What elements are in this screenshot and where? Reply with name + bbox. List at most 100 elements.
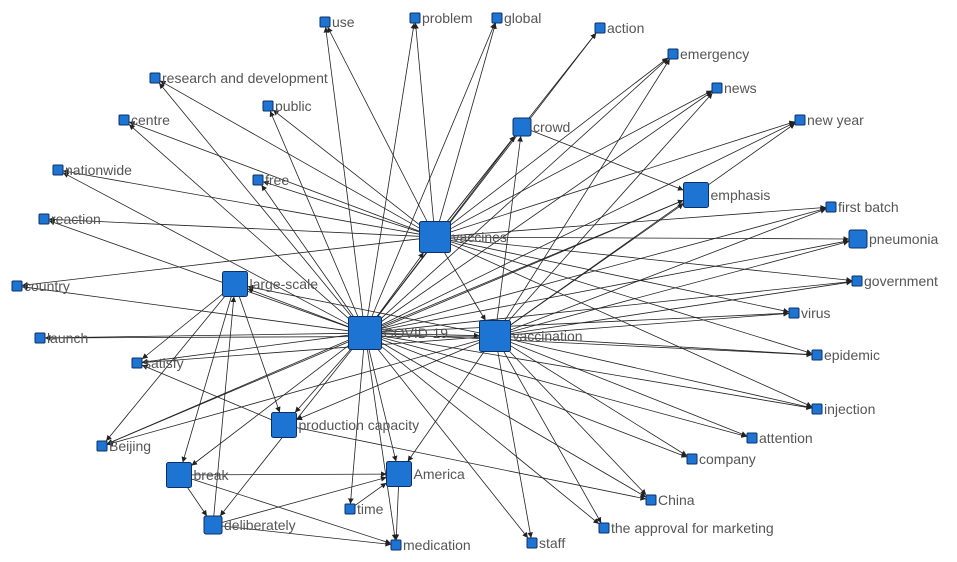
edge-covid-to-news	[381, 91, 713, 322]
edge-largescale-to-satisfy	[141, 293, 223, 360]
node-label-satisfy: satisfy	[144, 355, 184, 371]
edge-vaccination-to-news	[508, 92, 713, 321]
edge-covid-to-production	[294, 349, 351, 413]
node-approval	[598, 522, 610, 534]
edge-covid-to-use	[323, 26, 364, 317]
node-government	[851, 275, 863, 287]
node-emphasis	[683, 182, 709, 208]
edge-covid-to-centre	[128, 124, 349, 319]
edge-vaccines-to-free	[262, 180, 420, 233]
node-label-staff: staff	[539, 535, 565, 551]
edge-covid-to-america	[368, 349, 398, 462]
edge-largescale-to-break	[181, 296, 232, 463]
edge-vaccination-to-pneumonia	[510, 240, 850, 333]
node-label-time: time	[357, 501, 384, 517]
node-label-crowd: crowd	[533, 119, 570, 135]
node-label-centre: centre	[131, 112, 170, 128]
node-label-vaccines: vaccines	[453, 229, 507, 245]
edge-covid-to-injection	[381, 335, 813, 411]
edge-vaccines-to-news	[450, 90, 713, 230]
node-satisfy	[131, 357, 143, 369]
edge-largescale-to-beijing	[105, 296, 226, 442]
node-news	[711, 82, 723, 94]
node-action	[594, 22, 606, 34]
node-label-firstbatch: first batch	[838, 199, 899, 215]
node-time	[344, 503, 356, 515]
edge-deliberately-to-medication	[221, 525, 392, 547]
node-label-production: production capacity	[299, 417, 420, 433]
edge-break-to-medication	[191, 478, 392, 545]
edge-vaccines-to-nationwide	[62, 169, 420, 235]
edge-vaccination-to-production	[296, 342, 480, 421]
edge-covid-to-global	[371, 22, 496, 317]
edge-vaccines-to-public	[272, 109, 420, 226]
edge-vaccination-to-crowd	[496, 135, 523, 321]
node-deliberately	[203, 515, 223, 535]
edge-break-to-america	[191, 471, 387, 477]
node-label-research: research and development	[162, 70, 328, 86]
edge-production-to-china	[296, 427, 647, 501]
node-label-problem: problem	[422, 10, 473, 26]
edge-covid-to-company	[381, 339, 688, 458]
edge-covid-to-government	[381, 279, 853, 332]
node-label-vaccination: vaccination	[513, 328, 583, 344]
node-label-emphasis: emphasis	[711, 187, 771, 203]
node-label-country: country	[24, 278, 70, 294]
edge-covid-to-largescale	[247, 288, 349, 328]
node-label-america: America	[414, 466, 466, 482]
edge-covid-to-country	[21, 284, 349, 332]
edge-vaccination-to-launch	[44, 335, 480, 341]
edge-covid-to-vaccination	[381, 332, 480, 339]
edge-covid-to-firstbatch	[381, 207, 827, 329]
edge-vaccines-to-centre	[128, 121, 420, 232]
edge-covid-to-vaccines	[376, 252, 425, 317]
node-label-newyear: new year	[807, 112, 864, 128]
edge-covid-to-public	[269, 110, 359, 317]
edge-vaccines-to-firstbatch	[450, 205, 827, 237]
edge-vaccination-to-government	[510, 279, 853, 334]
edge-production-to-satisfy	[141, 364, 272, 421]
node-public	[262, 100, 274, 112]
edge-covid-to-research	[158, 82, 352, 317]
edge-layer	[21, 22, 853, 547]
node-emergency	[667, 48, 679, 60]
node-virus	[788, 307, 800, 319]
edge-covid-to-time	[348, 349, 364, 505]
node-label-company: company	[699, 451, 756, 467]
node-free	[252, 174, 264, 186]
node-label-injection: injection	[824, 401, 875, 417]
edge-vaccination-to-america	[407, 351, 485, 462]
edge-deliberately-to-largescale	[213, 296, 237, 517]
node-label-public: public	[275, 98, 312, 114]
edge-covid-to-newyear	[381, 122, 796, 326]
edge-vaccination-to-largescale	[247, 284, 480, 334]
edge-emphasis-to-beijing	[106, 199, 684, 445]
edge-covid-to-problem	[367, 22, 417, 317]
edge-vaccination-to-company	[510, 345, 688, 457]
node-firstbatch	[825, 201, 837, 213]
edge-crowd-to-emphasis	[530, 130, 684, 191]
node-vaccination	[479, 320, 511, 352]
node-label-largescale: large-scale	[250, 276, 319, 292]
node-label-nationwide: nationwide	[65, 162, 132, 178]
edge-vaccines-to-use	[327, 26, 428, 222]
edge-vaccination-to-attention	[510, 341, 748, 437]
edge-covid-to-action	[377, 32, 597, 317]
edge-covid-to-approval	[381, 346, 600, 525]
node-production	[271, 412, 297, 438]
edge-largescale-to-production	[238, 296, 281, 413]
node-pneumonia	[848, 229, 868, 249]
edge-vaccination-to-epidemic	[510, 336, 813, 358]
node-crowd	[512, 117, 532, 137]
node-label-global: global	[504, 10, 541, 26]
edge-vaccination-to-emergency	[504, 58, 671, 321]
node-global	[491, 12, 503, 24]
edge-vaccination-to-satisfy	[141, 336, 480, 365]
edge-vaccines-to-vaccination	[444, 252, 486, 321]
node-label-pneumonia: pneumonia	[869, 231, 938, 247]
edge-vaccination-to-china	[509, 351, 647, 496]
node-largescale	[222, 271, 248, 297]
node-injection	[811, 403, 823, 415]
edge-covid-to-china	[381, 342, 647, 498]
